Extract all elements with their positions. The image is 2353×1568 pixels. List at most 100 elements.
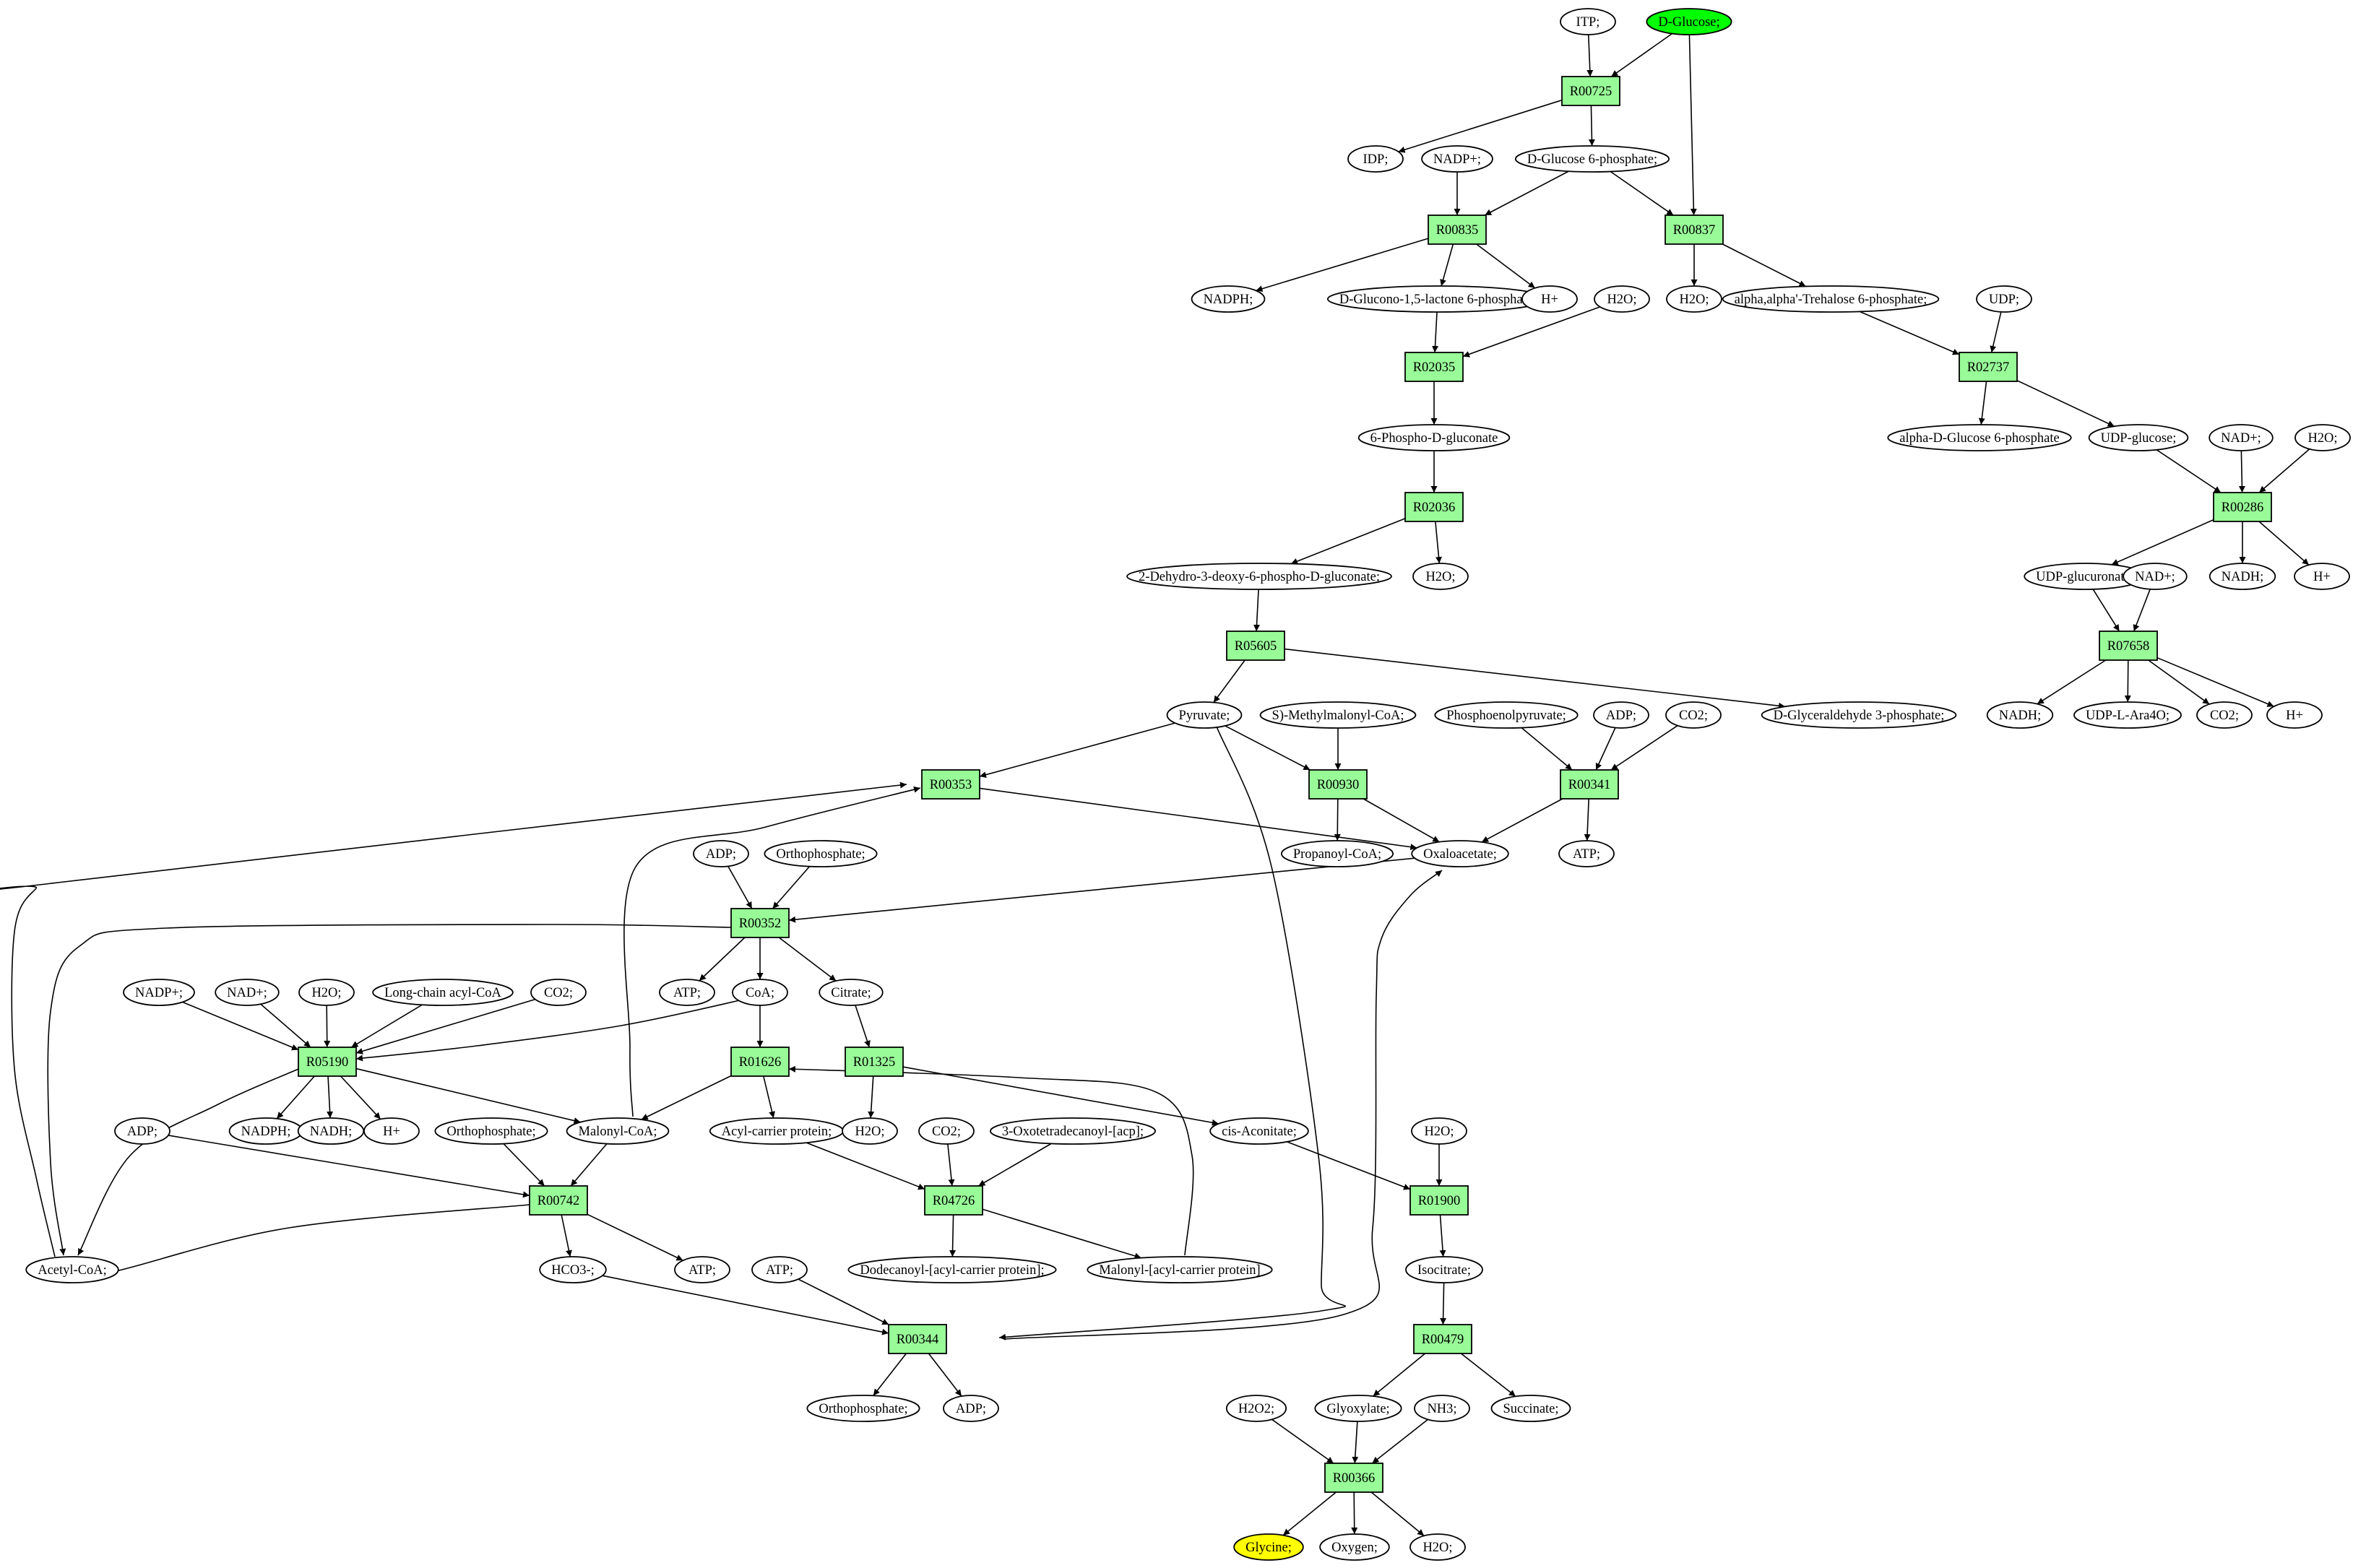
reaction-node-r01626: R01626 xyxy=(730,1047,790,1077)
compound-node-h2o_d: H2O; xyxy=(1412,563,1469,590)
edge-pyruvate-to-r00344 xyxy=(998,726,1346,1340)
reaction-box xyxy=(924,1185,983,1216)
reaction-node-r00479: R00479 xyxy=(1413,1324,1472,1354)
node-label: D-Glyceraldehyde 3-phosphate; xyxy=(1774,709,1945,723)
node-label: Citrate; xyxy=(831,986,871,1000)
edge-r05190-to-nadh3 xyxy=(327,1075,334,1119)
compound-ellipse xyxy=(1976,285,2032,313)
reaction-box xyxy=(921,769,980,800)
compound-ellipse xyxy=(1521,285,1578,313)
reaction-box xyxy=(2213,492,2272,522)
node-label: H+ xyxy=(2286,709,2303,723)
node-label: 3-Oxotetradecanoyl-[acp]; xyxy=(1002,1125,1144,1139)
edge-r00341-to-oaa xyxy=(1481,798,1563,843)
edge-nad1-to-r00286 xyxy=(2238,450,2245,493)
edge-r01325-to-cisacon xyxy=(902,1066,1219,1126)
compound-ellipse xyxy=(1209,1117,1309,1145)
node-label: UDP-glucose; xyxy=(2101,431,2177,446)
node-label: NADPH; xyxy=(1204,293,1253,307)
reaction-node-r00742: R00742 xyxy=(529,1185,588,1216)
node-label: H2O; xyxy=(1607,293,1636,307)
edge-malcoa-to-r00353 xyxy=(623,786,921,1117)
reaction-box xyxy=(1560,769,1619,800)
node-label: H2O; xyxy=(855,1125,884,1139)
edge-r00742-to-hco3 xyxy=(561,1214,572,1257)
reaction-node-r00835: R00835 xyxy=(1428,215,1487,245)
node-label: cis-Aconitate; xyxy=(1222,1125,1297,1139)
compound-node-lcacoa: Long-chain acyl-CoA xyxy=(372,979,514,1006)
compound-node-pgluconate: 6-Phospho-D-gluconate xyxy=(1357,424,1511,451)
compound-node-co2_3: CO2; xyxy=(530,979,587,1006)
compound-ellipse xyxy=(1191,285,1266,313)
node-label: Dodecanoyl-[acyl-carrier protein]; xyxy=(860,1263,1044,1278)
compound-ellipse xyxy=(434,1117,548,1145)
compound-ellipse xyxy=(363,1117,420,1145)
edge-citrate-to-r01325 xyxy=(855,1005,871,1048)
edge-h2o2-to-r00366 xyxy=(1272,1418,1334,1464)
node-label: CO2; xyxy=(1679,709,1708,723)
edge-coa-to-r05190 xyxy=(355,998,747,1062)
compound-ellipse xyxy=(1421,145,1493,173)
edge-adp2-to-r00352 xyxy=(728,865,753,909)
edge-oxotd-to-r04726 xyxy=(977,1143,1052,1187)
compound-ellipse xyxy=(2196,701,2253,729)
node-label: ATP; xyxy=(673,986,701,1000)
compound-node-udpara: UDP-L-Ara4O; xyxy=(2073,701,2182,729)
edge-r07658-to-nadh2 xyxy=(2037,659,2107,705)
node-label: NAD+; xyxy=(227,986,267,1000)
node-label: Orthophosphate; xyxy=(819,1402,907,1416)
compound-ellipse xyxy=(1411,1117,1467,1145)
compound-node-g6p: D-Glucose 6-phosphate; xyxy=(1514,145,1670,173)
compound-ellipse xyxy=(1409,1533,1466,1561)
reaction-box xyxy=(730,1047,790,1077)
compound-node-atp1: ATP; xyxy=(1558,840,1615,867)
node-label: Malonyl-[acyl-carrier protein] xyxy=(1099,1263,1260,1278)
edge-lcacoa-to-r05190 xyxy=(350,1004,423,1048)
compound-ellipse xyxy=(1411,840,1509,867)
edge-r00286-to-hplus2 xyxy=(2258,521,2310,566)
compound-node-h2o_e: H2O; xyxy=(298,979,355,1006)
node-label: alpha,alpha'-Trehalose 6-phosphate; xyxy=(1735,293,1927,307)
compound-node-oaa: Oxaloacetate; xyxy=(1411,840,1509,867)
compound-node-pyruvate: Pyruvate; xyxy=(1166,701,1243,729)
reaction-box xyxy=(298,1047,357,1077)
node-label: H2O; xyxy=(1679,293,1709,307)
reaction-node-r00353: R00353 xyxy=(921,769,980,800)
node-label: R00344 xyxy=(897,1333,939,1347)
compound-ellipse xyxy=(372,979,514,1006)
node-label: ATP; xyxy=(766,1263,793,1278)
edge-r00286-to-udpglcur xyxy=(2111,519,2214,566)
compound-node-udp: UDP; xyxy=(1976,285,2032,313)
node-label: R00725 xyxy=(1570,85,1612,99)
compound-node-hplus4: H+ xyxy=(363,1117,420,1145)
compound-node-nad1: NAD+; xyxy=(2209,424,2274,451)
node-label: ATP; xyxy=(1573,847,1600,862)
compound-ellipse xyxy=(1126,563,1392,590)
node-label: Phosphoenolpyruvate; xyxy=(1446,709,1566,723)
edge-r00479-to-succ xyxy=(1460,1353,1516,1398)
compound-node-nad3: NAD+; xyxy=(215,979,280,1006)
edge-adp1-to-r00341 xyxy=(1595,727,1616,771)
node-label: CoA; xyxy=(746,986,774,1000)
reaction-box xyxy=(1226,631,1285,661)
compound-node-ag6p: alpha-D-Glucose 6-phosphate xyxy=(1887,424,2072,451)
node-label: Oxaloacetate; xyxy=(1423,847,1497,862)
edge-atp4-to-r00344 xyxy=(798,1278,889,1325)
compound-node-h2o_h: H2O; xyxy=(1409,1533,1466,1561)
edge-g6p-to-r00835 xyxy=(1484,170,1569,216)
node-label: Orthophosphate; xyxy=(446,1125,535,1139)
compound-node-adp4: ADP; xyxy=(943,1395,999,1422)
node-label: Isocitrate; xyxy=(1417,1263,1471,1278)
edge-r02737-to-ag6p xyxy=(1978,381,1987,425)
compound-ellipse xyxy=(2209,424,2274,451)
node-label: R00835 xyxy=(1436,223,1479,238)
compound-node-itp: ITP; xyxy=(1560,8,1616,35)
reaction-box xyxy=(1308,769,1368,800)
node-label: R07658 xyxy=(2107,639,2150,654)
edge-hco3-to-r00344 xyxy=(602,1275,889,1335)
node-label: ADP; xyxy=(1606,709,1636,723)
compound-ellipse xyxy=(123,979,195,1006)
node-label: CO2; xyxy=(2210,709,2239,723)
reaction-node-r00837: R00837 xyxy=(1665,215,1724,245)
compound-node-adp2: ADP; xyxy=(693,840,749,867)
